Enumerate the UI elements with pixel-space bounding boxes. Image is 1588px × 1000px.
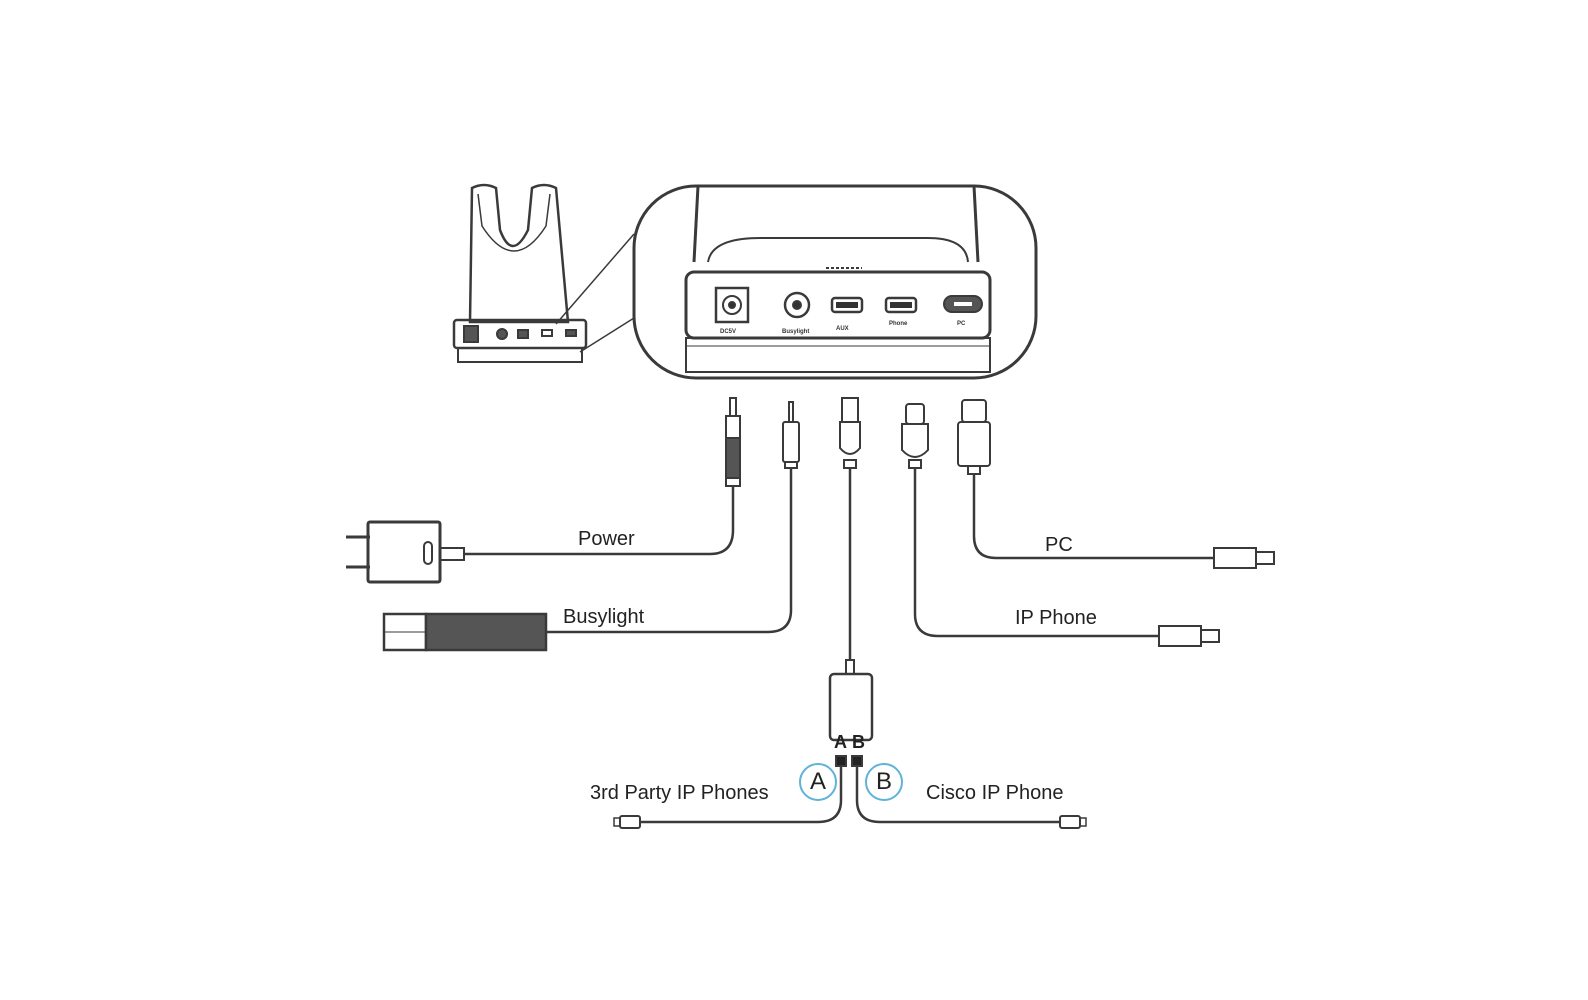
circle-b-label: B: [876, 768, 893, 795]
label-ip-phone: IP Phone: [1015, 607, 1097, 629]
busylight-cable: [546, 401, 800, 634]
zoom-line-lower: [579, 317, 635, 353]
pc-cable: [957, 399, 1275, 569]
ip-phone-cable: [901, 403, 1220, 647]
branch-b-cable: [855, 766, 1060, 824]
rj-plug-b: [1059, 815, 1087, 829]
rj-plug-a: [613, 815, 641, 829]
zoom-detail-panel: [632, 184, 1038, 380]
splitter-cable: [828, 397, 874, 767]
label-third-party-phones: 3rd Party IP Phones: [590, 782, 769, 804]
label-pc: PC: [1045, 534, 1073, 556]
zoom-line-upper: [555, 233, 635, 325]
power-adapter: [346, 520, 465, 584]
busylight-device: [382, 612, 548, 652]
branch-a-cable: [640, 766, 843, 824]
port-label-busylight: Busylight: [782, 329, 809, 335]
power-cable: [463, 397, 741, 556]
port-label-pc: PC: [957, 321, 966, 327]
label-cisco-phone: Cisco IP Phone: [926, 782, 1064, 804]
port-label-aux: AUX: [836, 326, 849, 332]
label-power: Power: [578, 528, 635, 550]
circle-b-badge: [865, 763, 903, 801]
splitter-label-b: B: [852, 732, 865, 752]
port-label-phone: Phone: [889, 321, 908, 327]
label-busylight: Busylight: [563, 606, 645, 628]
port-label-dc: DC5V: [720, 329, 736, 335]
circle-a-badge: [799, 763, 837, 801]
base-station-overview: [452, 183, 588, 363]
circle-a-label: A: [810, 768, 827, 795]
splitter-label-a: A: [834, 732, 847, 752]
